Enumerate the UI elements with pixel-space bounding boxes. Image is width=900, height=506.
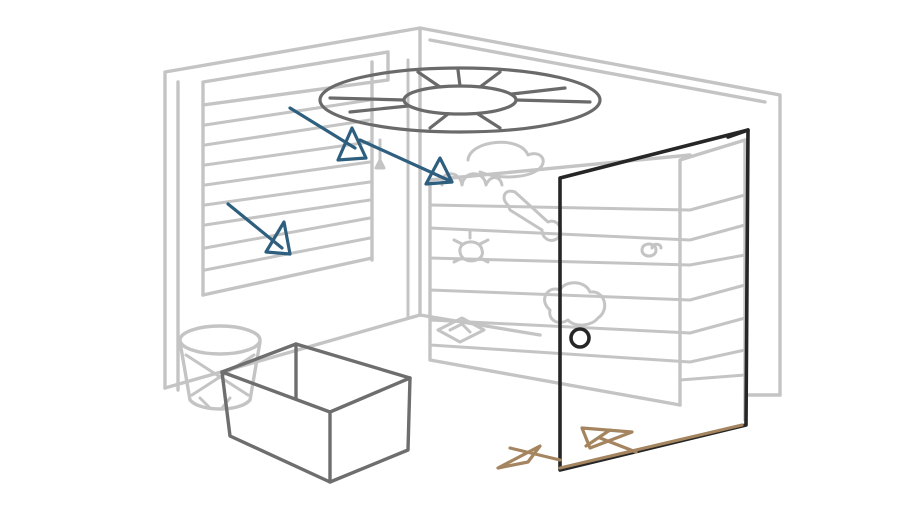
airflow-arrow (226, 202, 292, 256)
door-knob (569, 327, 591, 349)
airflow-arrows (226, 106, 454, 256)
open-box (220, 342, 412, 484)
floor-arrow (580, 426, 638, 454)
open-door (558, 128, 750, 472)
airflow-arrow (358, 138, 454, 186)
airflow-arrow (288, 106, 368, 162)
wastebasket (178, 324, 262, 411)
room-walls (163, 26, 782, 397)
wall-doodles (436, 140, 663, 344)
wall-shelf (428, 138, 747, 422)
floor-path-arrows (496, 423, 744, 470)
ceiling-fan (318, 66, 602, 134)
floor-arrow (496, 444, 562, 470)
window-blinds (201, 50, 390, 297)
